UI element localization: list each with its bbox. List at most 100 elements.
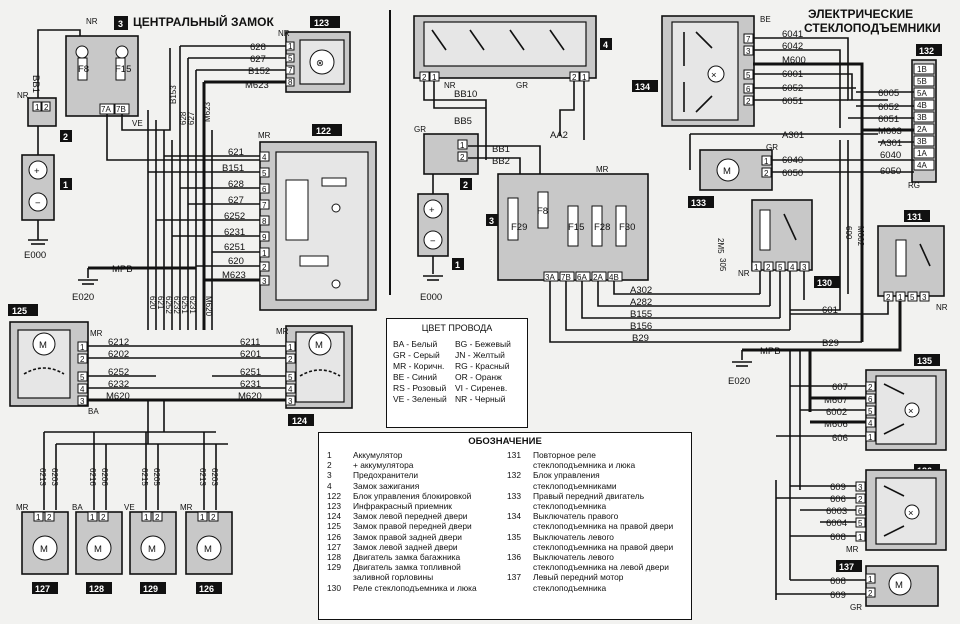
repeat-relay-131: 131 2 1 5 3 NR xyxy=(877,210,948,312)
svg-text:MR: MR xyxy=(16,503,29,512)
svg-text:2: 2 xyxy=(288,355,293,364)
svg-text:4: 4 xyxy=(262,153,267,162)
svg-text:3: 3 xyxy=(922,293,927,302)
designation-row: стеклоподъемника и люка xyxy=(507,460,687,470)
svg-text:1: 1 xyxy=(868,433,873,442)
designation-text: Левый передний мотор xyxy=(533,572,624,583)
color-legend-item: VE - Зеленый xyxy=(393,394,447,404)
svg-text:M: M xyxy=(40,544,48,555)
designation-text: стеклоподъемника на левой двери xyxy=(533,562,669,573)
svg-text:3: 3 xyxy=(858,483,863,492)
svg-text:M620: M620 xyxy=(204,296,213,317)
svg-text:E000: E000 xyxy=(420,292,442,303)
svg-text:2: 2 xyxy=(80,355,85,364)
svg-text:2: 2 xyxy=(764,169,769,178)
svg-text:609: 609 xyxy=(830,590,846,601)
svg-text:×: × xyxy=(908,406,914,417)
wire-color-legend: ЦВЕТ ПРОВОДА BA - Белый BG - Бежевый GR … xyxy=(386,318,528,428)
svg-text:+: + xyxy=(34,166,40,177)
svg-text:E000: E000 xyxy=(24,250,46,261)
svg-text:4: 4 xyxy=(80,385,85,394)
svg-text:129: 129 xyxy=(143,584,158,594)
designation-text: Повторное реле xyxy=(533,450,596,460)
svg-text:M623: M623 xyxy=(245,80,269,91)
svg-text:7B: 7B xyxy=(561,273,571,282)
svg-text:6050: 6050 xyxy=(782,168,803,179)
svg-text:6216: 6216 xyxy=(88,468,97,486)
designation-number: 136 xyxy=(507,552,521,563)
svg-text:1: 1 xyxy=(582,73,587,82)
designation-text: Замок зажигания xyxy=(353,480,420,491)
svg-text:6004: 6004 xyxy=(826,518,847,529)
designation-row: 2+ аккумулятора xyxy=(327,460,507,470)
svg-text:126: 126 xyxy=(199,584,214,594)
svg-text:5: 5 xyxy=(262,169,267,178)
color-legend-item: JN - Желтый xyxy=(455,350,505,360)
color-legend-item: RS - Розовый xyxy=(393,383,447,393)
svg-text:6003: 6003 xyxy=(826,506,847,517)
svg-text:M: M xyxy=(39,340,47,351)
svg-text:B155: B155 xyxy=(630,309,652,320)
svg-text:1B: 1B xyxy=(917,65,927,74)
svg-text:134: 134 xyxy=(635,82,650,92)
designation-row: стеклоподъемника xyxy=(507,583,687,593)
svg-text:NR: NR xyxy=(444,81,456,90)
svg-text:1: 1 xyxy=(754,263,759,272)
svg-text:B29: B29 xyxy=(632,333,649,344)
svg-text:B152: B152 xyxy=(248,66,270,77)
svg-text:2: 2 xyxy=(47,513,52,522)
svg-text:F15: F15 xyxy=(115,64,131,75)
designation-number: 124 xyxy=(327,511,341,522)
svg-text:1: 1 xyxy=(35,103,40,112)
svg-text:4: 4 xyxy=(603,40,608,50)
designation-row: заливной горловины xyxy=(327,572,507,582)
svg-text:MR: MR xyxy=(90,329,103,338)
svg-text:305: 305 xyxy=(718,258,727,272)
svg-text:F28: F28 xyxy=(594,222,610,233)
designation-text: Выключатель левого xyxy=(533,531,614,542)
designation-number: 129 xyxy=(327,562,341,573)
svg-text:4: 4 xyxy=(868,419,873,428)
designation-text: Блок управления xyxy=(533,470,600,481)
fuse-box-3-left: F8 F15 7A 7B VE xyxy=(65,35,260,161)
svg-text:3: 3 xyxy=(118,19,123,29)
svg-text:606: 606 xyxy=(830,494,846,505)
svg-text:1: 1 xyxy=(80,343,85,352)
svg-text:6040: 6040 xyxy=(880,150,901,161)
window-motor-left-137: 137 M 1 2 GR xyxy=(836,560,939,612)
svg-text:1: 1 xyxy=(200,513,205,522)
svg-text:6213: 6213 xyxy=(38,468,47,486)
svg-text:6042: 6042 xyxy=(782,41,803,52)
svg-text:6005: 6005 xyxy=(878,88,899,99)
designation-number xyxy=(507,460,533,470)
designation-number xyxy=(507,562,533,572)
svg-text:4B: 4B xyxy=(917,101,927,110)
svg-text:1: 1 xyxy=(455,260,460,270)
svg-text:6: 6 xyxy=(262,185,267,194)
svg-text:3: 3 xyxy=(802,263,807,272)
svg-text:−: − xyxy=(35,198,41,209)
svg-text:+: + xyxy=(429,205,435,216)
color-legend-item: BA - Белый xyxy=(393,339,438,349)
svg-text:6206: 6206 xyxy=(100,468,109,486)
svg-text:4A: 4A xyxy=(917,161,927,170)
designation-row: стеклоподъемниками xyxy=(507,481,687,491)
ignition-switch-4: 2 1 2 1 4 NR GR xyxy=(413,15,612,90)
svg-text:1A: 1A xyxy=(917,149,927,158)
svg-text:2: 2 xyxy=(572,73,577,82)
color-legend-item: BG - Бежевый xyxy=(455,339,511,349)
fuse-2-mid: 1 2 2 GR xyxy=(414,125,479,190)
svg-text:3: 3 xyxy=(489,216,494,226)
color-legend-item: BE - Синий xyxy=(393,372,437,382)
svg-text:6001: 6001 xyxy=(782,69,803,80)
svg-text:1: 1 xyxy=(36,513,41,522)
svg-text:5: 5 xyxy=(80,373,85,382)
